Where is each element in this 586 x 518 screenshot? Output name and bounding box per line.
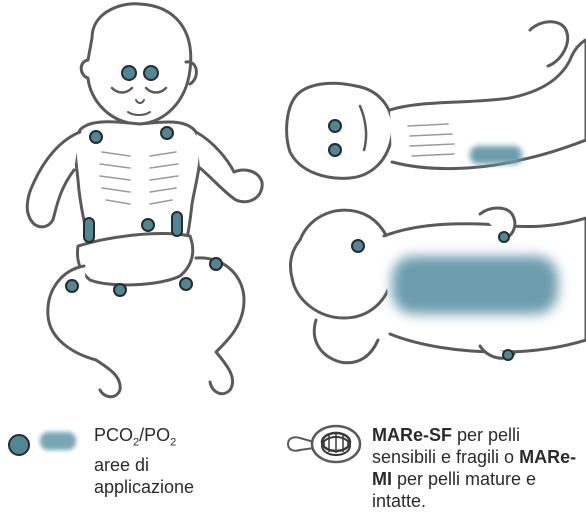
sensor-legend-text: MARe-SF per pelli sensibili e fragili o … xyxy=(372,424,582,512)
pco2-label: PCO xyxy=(94,425,133,445)
baby-front-view xyxy=(27,4,262,397)
mare-mi-desc: per pelli mature e intatte. xyxy=(372,469,536,511)
areas-line2: aree di xyxy=(94,455,149,475)
legend: PCO2/PO2 aree di applicazione MARe-SF pe… xyxy=(0,400,586,518)
round-sensor-marker-icon xyxy=(8,434,30,456)
infant-illustration xyxy=(0,0,586,400)
diffuse-area-marker-icon xyxy=(40,432,76,450)
po2-subscript: 2 xyxy=(170,437,176,449)
areas-line3: applicazione xyxy=(94,477,194,497)
po2-label: PO xyxy=(144,425,170,445)
sensor-ring-icon xyxy=(284,422,364,466)
areas-legend-text: PCO2/PO2 aree di applicazione xyxy=(94,424,194,498)
side-view-area xyxy=(470,146,522,164)
mare-sf-name: MARe-SF xyxy=(372,425,452,445)
back-view-area xyxy=(392,256,558,314)
